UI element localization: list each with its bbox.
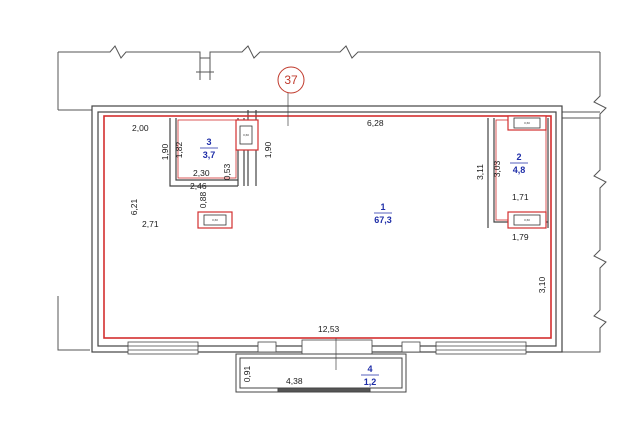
dimension-label: 1,90 <box>263 141 273 158</box>
dimension-label: 0,53 <box>222 163 232 180</box>
vent-label: 0,60 <box>243 133 249 137</box>
area-outline <box>103 115 552 339</box>
dimension-label: 0,91 <box>242 365 252 382</box>
vent-shaft-1: 0,60 <box>235 119 259 151</box>
room-number: 2 <box>516 152 521 162</box>
room-2-label: 2 4,8 <box>510 152 528 175</box>
room-number: 1 <box>380 202 385 212</box>
room-area: 4,8 <box>513 165 526 175</box>
interior-walls <box>91 105 563 353</box>
dimension-label: 2,46 <box>190 181 207 191</box>
room-area: 67,3 <box>374 215 392 225</box>
room-number: 4 <box>367 364 372 374</box>
room-1-label: 1 67,3 <box>374 202 392 225</box>
dimension-label: 3,10 <box>537 276 547 293</box>
dimension-label: 1,90 <box>160 143 170 160</box>
dimension-label: 1,82 <box>174 141 184 158</box>
dimension-label: 3,11 <box>475 164 485 180</box>
dimension-label: 2,00 <box>132 123 149 133</box>
room-4-label: 4 1,2 <box>361 364 379 387</box>
vent-shaft-3: 0,60 <box>507 115 547 131</box>
dimension-label: 12,53 <box>318 324 340 334</box>
vent-shaft-4: 0,60 <box>507 211 547 229</box>
dimension-label: 1,79 <box>512 232 529 242</box>
dimension-labels: 2,00 1,90 1,82 2,30 2,46 0,53 1,90 0,88 … <box>129 118 547 386</box>
room-area: 1,2 <box>364 377 377 387</box>
dimension-label: 1,71 <box>512 192 529 202</box>
windows <box>127 339 527 355</box>
dimension-label: 4,38 <box>286 376 303 386</box>
dimension-label: 2,71 <box>142 219 159 229</box>
dimension-lines <box>287 92 337 370</box>
balcony <box>235 353 407 393</box>
vent-label: 0,60 <box>212 218 218 222</box>
vent-shaft-2: 0,60 <box>197 211 233 229</box>
room-area: 3,7 <box>203 150 216 160</box>
outer-building-wall <box>57 45 607 353</box>
dimension-label: 6,21 <box>129 198 139 215</box>
vent-label: 0,60 <box>524 218 530 222</box>
dimension-label: 3,03 <box>492 160 502 177</box>
unit-marker: 37 <box>277 66 305 94</box>
dimension-label: 2,30 <box>193 168 210 178</box>
vent-label: 0,60 <box>524 121 530 125</box>
room-3-label: 3 3,7 <box>200 137 218 160</box>
dimension-label: 0,88 <box>198 191 208 208</box>
unit-number: 37 <box>284 73 298 87</box>
dimension-label: 6,28 <box>367 118 384 128</box>
room-number: 3 <box>206 137 211 147</box>
